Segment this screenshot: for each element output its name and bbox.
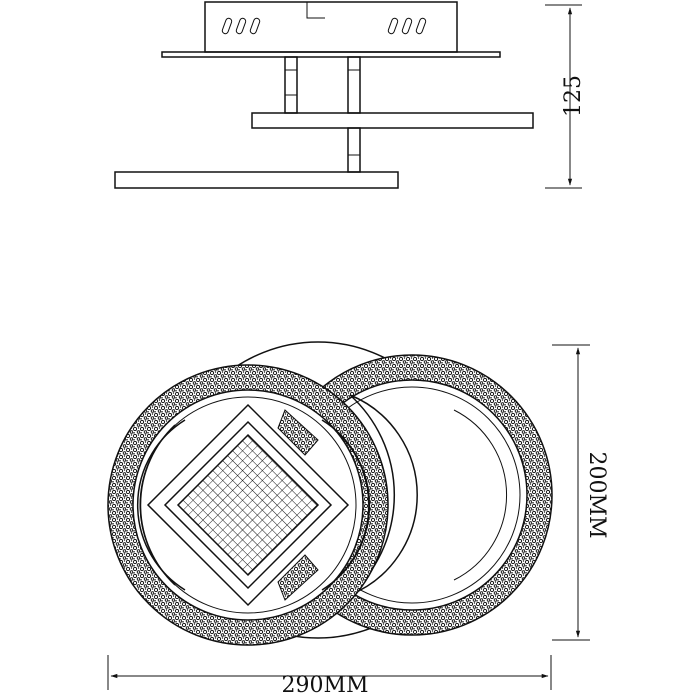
upper-ring-profile xyxy=(251,112,534,129)
canopy-box xyxy=(204,1,458,53)
width-label: 290MM xyxy=(281,673,368,698)
left-ring xyxy=(107,364,389,646)
center-grid-panel xyxy=(176,433,320,577)
width-dimension: 290MM xyxy=(107,655,552,698)
vent-slots-right xyxy=(387,17,427,35)
height-label: 125 xyxy=(561,75,586,117)
depth-label: 200MM xyxy=(584,451,609,538)
vent-slots-left xyxy=(221,17,261,35)
depth-dimension: 200MM xyxy=(552,344,609,641)
height-dimension: 125 xyxy=(545,4,586,189)
side-view xyxy=(114,1,534,189)
diamond-frame xyxy=(146,403,350,607)
top-view xyxy=(107,341,553,646)
lower-ring-profile xyxy=(114,171,399,189)
mounting-plate xyxy=(161,51,501,58)
support-posts xyxy=(284,56,361,173)
hook-icon xyxy=(306,2,325,19)
